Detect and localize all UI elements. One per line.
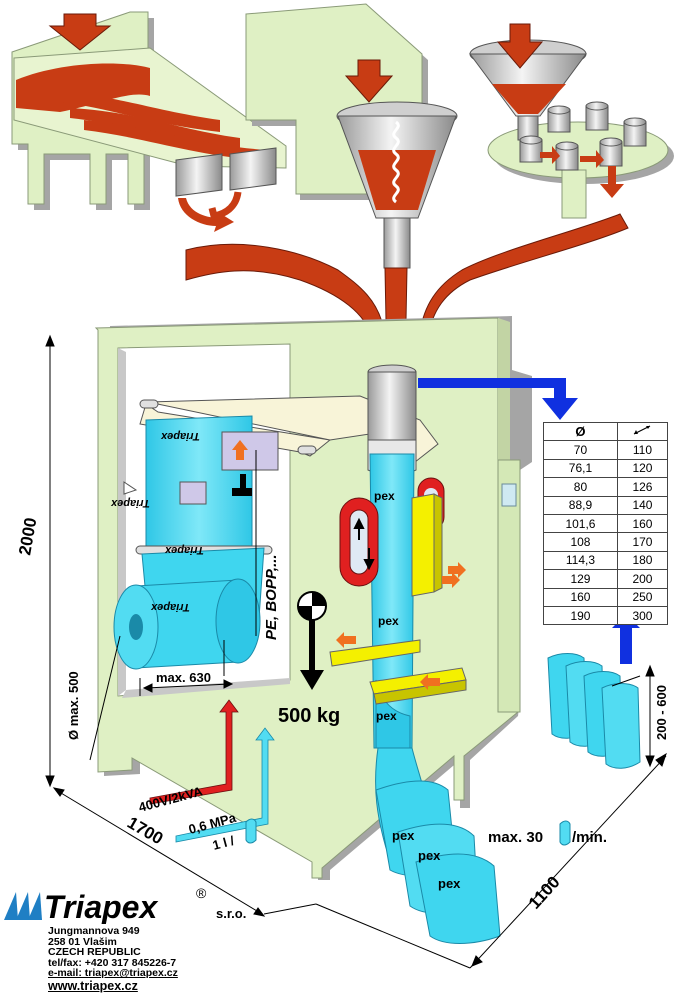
- pull-belt-left: [339, 497, 379, 587]
- street: Jungmannova 949: [48, 925, 140, 937]
- forming-unit: pex pex pex: [297, 364, 467, 749]
- bag-print-6: pex: [438, 876, 461, 891]
- triangles-icon: [4, 892, 42, 920]
- registered-mark: ®: [196, 885, 207, 901]
- height-label: 2000: [15, 516, 40, 557]
- weigher-feeder: [11, 11, 287, 232]
- bag-samples: [547, 653, 641, 769]
- table-pointer-arrow: [418, 378, 578, 420]
- power-arrow: [149, 699, 239, 805]
- cup-filler: [469, 23, 674, 219]
- company-suffix: s.r.o.: [216, 906, 246, 921]
- output-bag-icon: [559, 820, 571, 846]
- website-link[interactable]: www.triapex.cz: [48, 978, 138, 993]
- company-address: Jungmannova 949 258 01 Vlašim CZECH REPU…: [48, 926, 178, 993]
- output-label: max. 30: [488, 829, 543, 846]
- bag-length-arrow: [612, 614, 640, 664]
- header-diameter: Ø: [543, 421, 618, 442]
- bag-print-2: pex: [378, 614, 399, 628]
- header-width-icon: [616, 421, 669, 442]
- roll-width-label: max. 630: [156, 670, 211, 685]
- depth-label: 1100: [525, 873, 564, 913]
- country: CZECH REPUBLIC: [48, 946, 141, 959]
- output-unit-label: /min.: [572, 829, 607, 846]
- city: 258 01 Vlašim: [48, 935, 117, 948]
- air-flow-label: 1 l /: [211, 833, 236, 853]
- phone: tel/fax: +420 317 845226-7: [48, 956, 177, 969]
- table-header: Ø: [543, 421, 669, 442]
- film-path: Triapex Triapex Triapex Triapex: [110, 395, 439, 670]
- film-print-3: Triapex: [150, 601, 190, 613]
- auger-filler: [245, 3, 458, 269]
- bag-print-3: pex: [376, 709, 397, 723]
- company-logo: Triapex ® s.r.o.: [4, 885, 246, 924]
- roll-diameter-label: Ø max. 500: [66, 671, 81, 740]
- falling-bags: pex pex pex: [375, 747, 501, 944]
- bag-print-5: pex: [418, 848, 441, 863]
- company-name: Triapex: [44, 889, 158, 924]
- horizontal-sealer: [329, 639, 467, 705]
- email-link[interactable]: e-mail: triapex@triapex.cz: [48, 967, 178, 980]
- film-print-1: Triapex: [160, 430, 200, 442]
- air-arrow: [175, 727, 275, 843]
- load-label: 500 kg: [278, 705, 340, 727]
- bag-length-label: 200 - 600: [654, 685, 669, 740]
- film-print-4: Triapex: [110, 497, 150, 509]
- power-label: 400V/2kVA: [137, 783, 205, 815]
- bag-print-4: pex: [392, 828, 415, 843]
- dimension-lines: [45, 334, 667, 969]
- film-types-label: PE, BOPP,...: [263, 554, 280, 640]
- weight-symbol: [297, 591, 327, 690]
- film-roll: [113, 578, 261, 670]
- film-print-2: Triapex: [164, 544, 204, 556]
- air-flow-icon: [245, 818, 257, 844]
- bag-print-1: pex: [374, 489, 395, 503]
- vertical-sealer: [411, 493, 443, 597]
